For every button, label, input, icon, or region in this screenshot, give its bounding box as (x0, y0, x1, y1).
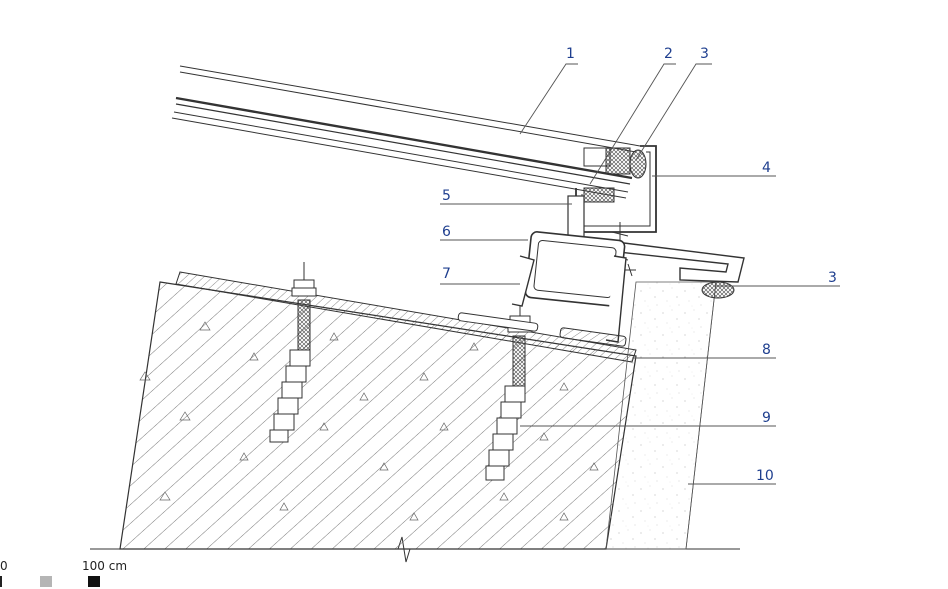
callout-3-top: 3 (700, 46, 709, 62)
scale-mark-50 (40, 576, 52, 587)
callout-10: 10 (756, 468, 774, 484)
scale-bar: 0 100 cm (0, 559, 127, 587)
anchor-bolt-left (269, 262, 317, 443)
callout-8: 8 (762, 342, 771, 358)
insulation-block (605, 281, 717, 550)
leader-lines (440, 63, 840, 485)
scale-mark-100 (88, 576, 100, 587)
scale-start-label: 0 (0, 559, 8, 573)
gasket-top (629, 149, 647, 179)
callout-4: 4 (762, 160, 771, 176)
gasket-bottom (701, 281, 735, 299)
scale-end-label: 100 cm (82, 559, 127, 573)
callout-2: 2 (664, 46, 673, 62)
hollow-section (524, 231, 626, 307)
seal-strip-lower (583, 187, 615, 203)
glazing-panel (171, 65, 641, 199)
callout-7: 7 (442, 266, 451, 282)
flashing (599, 239, 745, 283)
concrete-slab (119, 281, 637, 550)
callout-6: 6 (442, 224, 451, 240)
base-plate-right (559, 327, 627, 347)
scale-mark-0 (0, 576, 2, 587)
bracket (511, 255, 535, 307)
callout-1: 1 (566, 46, 575, 62)
base-plate-left (457, 312, 539, 332)
callout-9: 9 (762, 410, 771, 426)
callout-5: 5 (442, 188, 451, 204)
support-profile (567, 195, 585, 241)
callout-3-bottom: 3 (828, 270, 837, 286)
